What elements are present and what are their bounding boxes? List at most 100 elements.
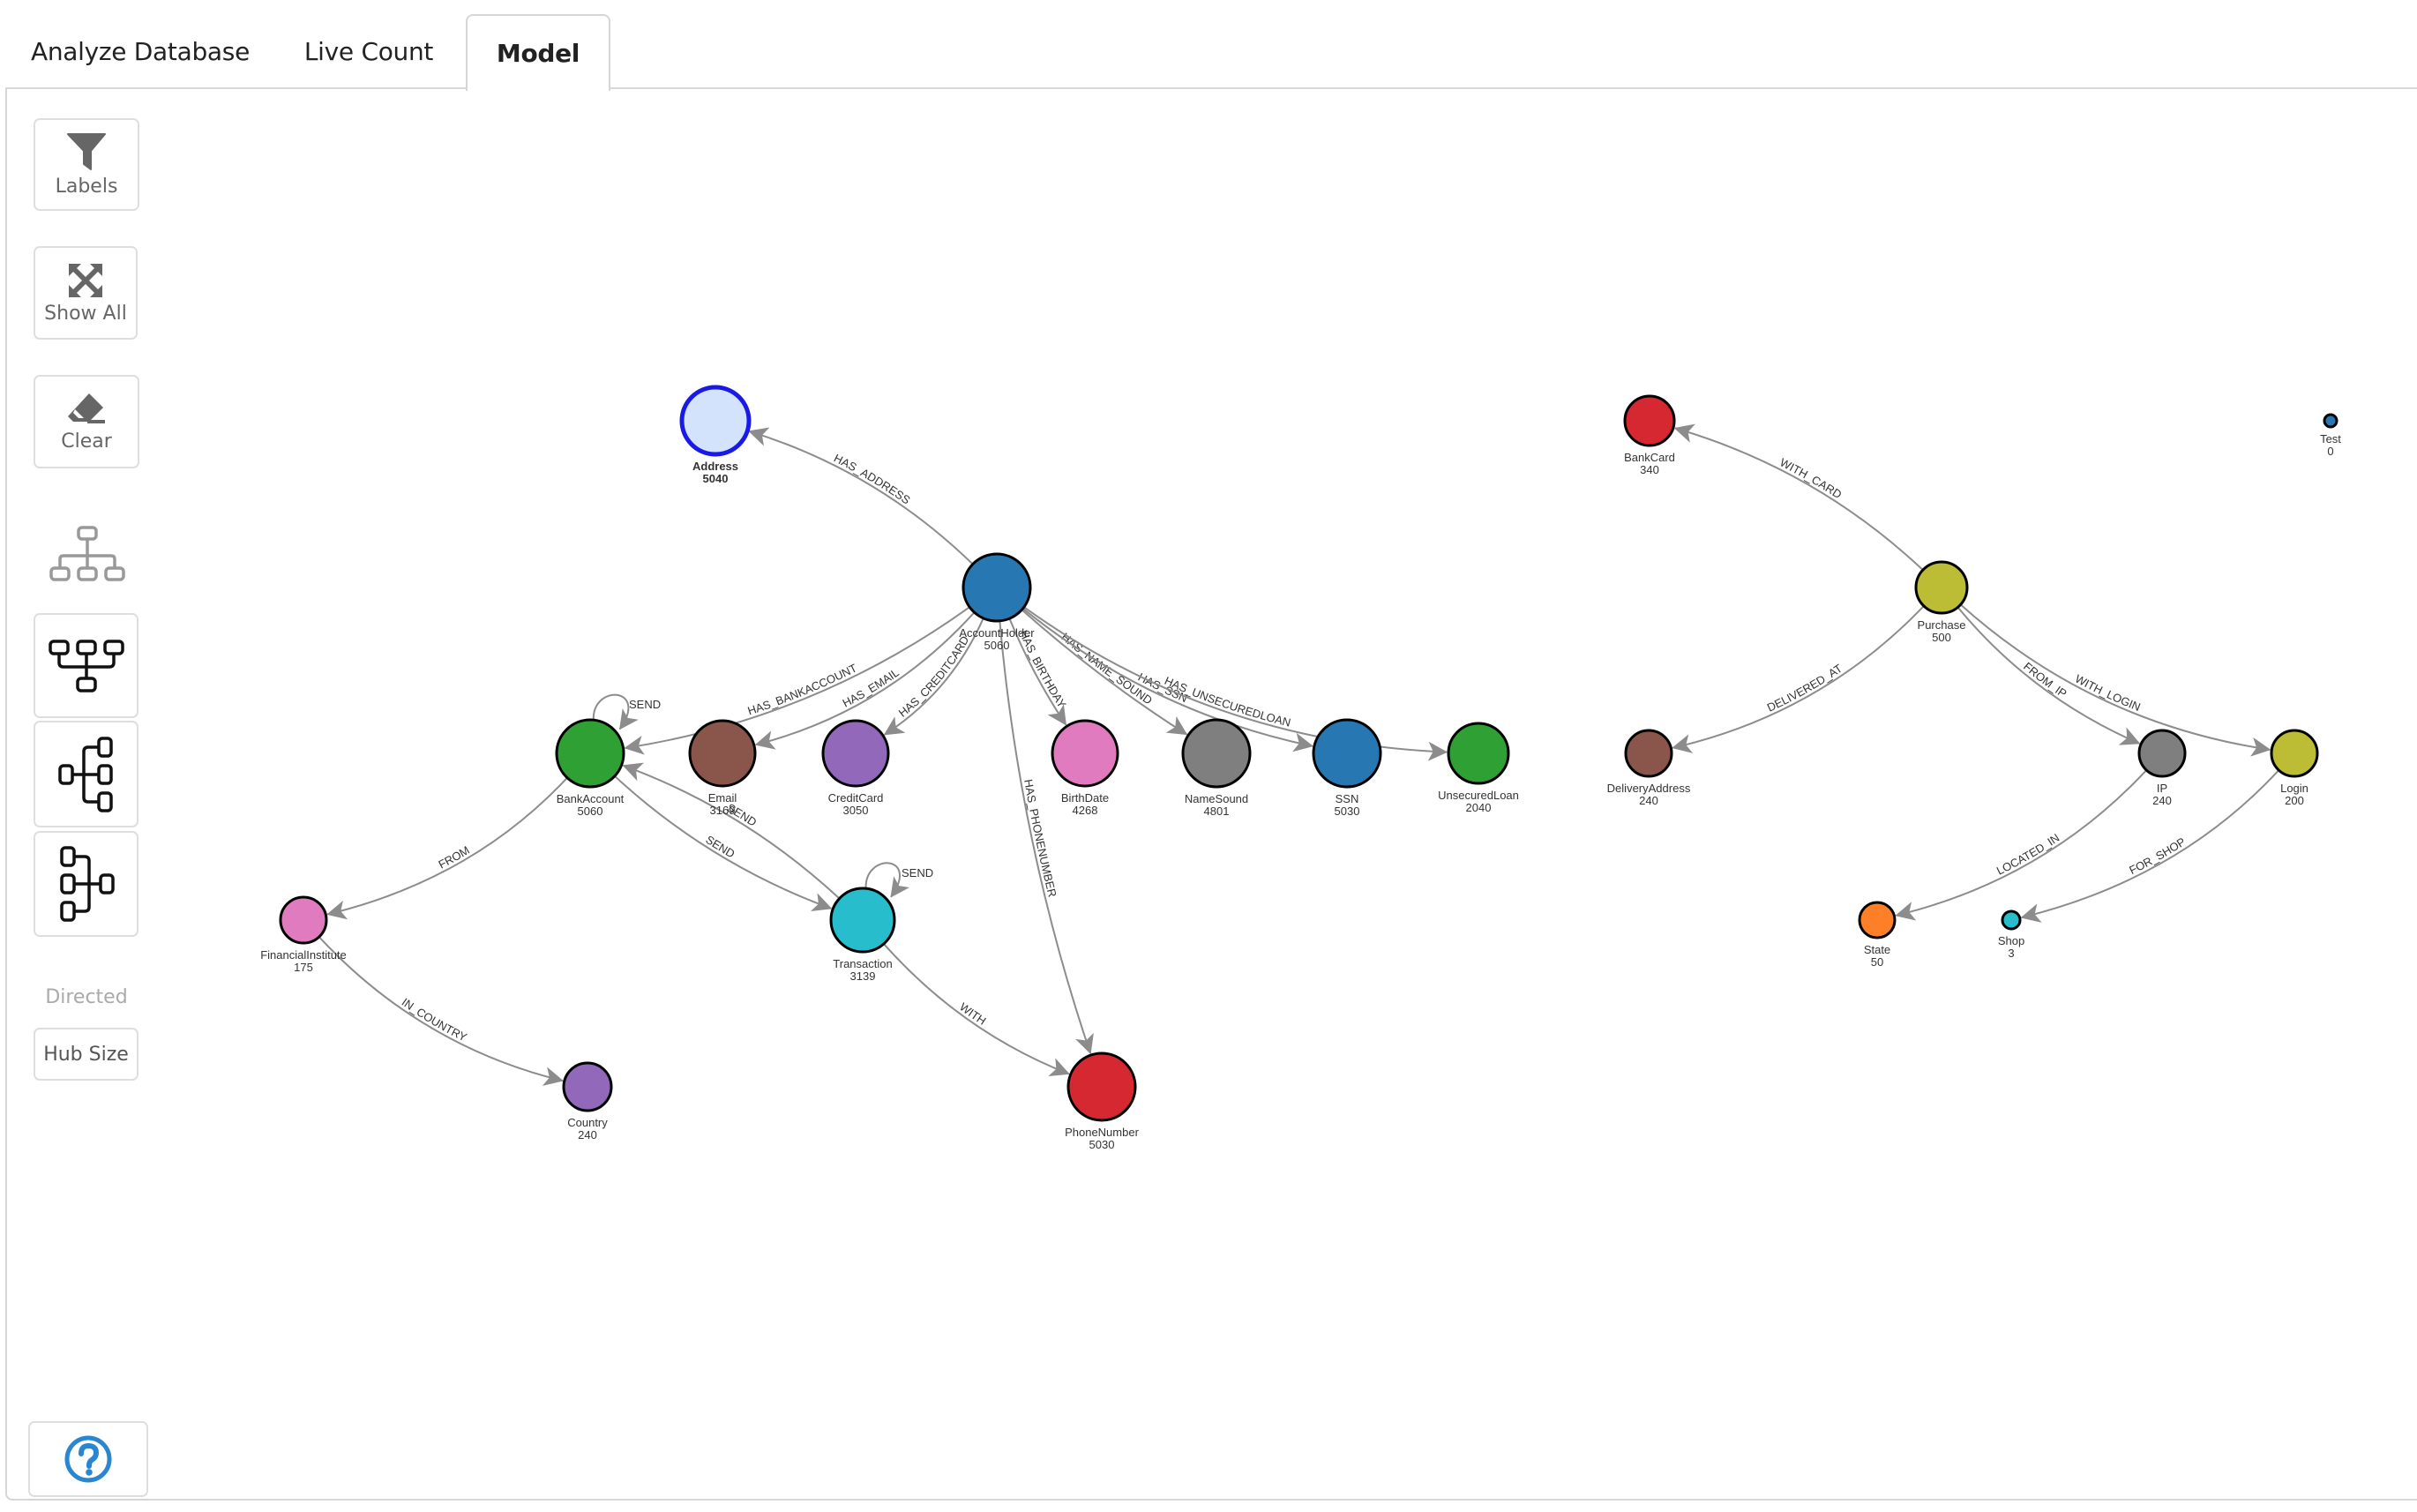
node-circle[interactable] bbox=[555, 718, 625, 789]
node-label: Login bbox=[2280, 782, 2308, 795]
node-label: BankCard bbox=[1624, 451, 1675, 464]
node-count: 5030 bbox=[1089, 1138, 1115, 1151]
graph-edge[interactable]: FROM bbox=[326, 777, 568, 920]
show-all-button[interactable]: Show All bbox=[34, 246, 138, 340]
node-label: Shop bbox=[1998, 934, 2024, 947]
graph-edge[interactable]: FROM_IP bbox=[1957, 606, 2141, 745]
node-label: FinancialInstitute bbox=[260, 948, 347, 962]
node-circle[interactable] bbox=[1858, 901, 1897, 939]
hierarchy-icon[interactable] bbox=[46, 524, 129, 586]
graph-edge[interactable]: LOCATED_IN bbox=[1895, 769, 2148, 921]
tab-model[interactable]: Model bbox=[466, 14, 610, 91]
graph-edge[interactable]: IN_COUNTRY bbox=[318, 936, 564, 1086]
node-count: 5060 bbox=[578, 805, 603, 818]
graph-edge[interactable]: HAS_ADDRESS bbox=[748, 427, 974, 565]
node-circle[interactable] bbox=[962, 552, 1032, 623]
node-circle[interactable] bbox=[829, 887, 896, 954]
node-count: 5040 bbox=[703, 472, 729, 485]
clear-button[interactable]: Clear bbox=[34, 375, 139, 468]
edge-label: SEND bbox=[902, 866, 933, 880]
node-count: 240 bbox=[578, 1128, 597, 1141]
node-circle[interactable] bbox=[1624, 729, 1673, 778]
node-circle[interactable] bbox=[1181, 718, 1252, 789]
node-count: 2040 bbox=[1466, 801, 1492, 814]
tree-bottom-up-icon bbox=[48, 639, 124, 692]
node-circle[interactable] bbox=[1066, 1052, 1137, 1122]
node-circle[interactable] bbox=[679, 385, 752, 457]
node-circle[interactable] bbox=[2270, 729, 2319, 778]
layout-left-right-button[interactable] bbox=[34, 721, 138, 827]
graph-edge[interactable]: SEND bbox=[864, 862, 934, 898]
graph-edge[interactable]: DELIVERED_AT bbox=[1672, 605, 1925, 753]
nodes-layer: Address5040AccountHolder5060BankAccount5… bbox=[260, 385, 2341, 1151]
node-circle[interactable] bbox=[1914, 560, 1969, 615]
graph-edge[interactable]: WITH_CARD bbox=[1673, 423, 1924, 571]
node-label: Transaction bbox=[833, 957, 892, 970]
tab-label: Model bbox=[496, 39, 580, 68]
node-count: 5030 bbox=[1335, 805, 1360, 818]
graph-edge[interactable]: WITH_LOGIN bbox=[1959, 603, 2271, 757]
tab-label: Analyze Database bbox=[30, 36, 251, 66]
node-circle[interactable] bbox=[688, 719, 757, 788]
edge-label: WITH_LOGIN bbox=[2073, 672, 2143, 715]
hub-size-button[interactable]: Hub Size bbox=[34, 1028, 138, 1081]
node-count: 4268 bbox=[1073, 804, 1098, 817]
node-circle[interactable] bbox=[279, 895, 328, 945]
edge-label: HAS_BANKACCOUNT bbox=[746, 661, 859, 717]
node-label: IP bbox=[2157, 782, 2167, 795]
model-panel bbox=[5, 87, 2417, 1501]
node-circle[interactable] bbox=[562, 1061, 613, 1112]
layout-right-left-button[interactable] bbox=[34, 831, 138, 937]
layout-top-down-button[interactable] bbox=[34, 613, 138, 718]
node-circle[interactable] bbox=[1312, 718, 1382, 789]
graph-edge[interactable]: WITH bbox=[883, 943, 1070, 1077]
node-count: 175 bbox=[294, 961, 313, 974]
tab-analyze-database[interactable]: Analyze Database bbox=[0, 14, 281, 88]
node-circle[interactable] bbox=[2001, 909, 2022, 931]
node-label: Test bbox=[2320, 432, 2341, 445]
node-circle[interactable] bbox=[1623, 394, 1676, 447]
tab-live-count[interactable]: Live Count bbox=[281, 14, 457, 88]
node-count: 500 bbox=[1932, 631, 1951, 644]
node-label: SSN bbox=[1336, 792, 1359, 805]
help-circle-icon bbox=[64, 1435, 112, 1483]
node-label: Address bbox=[692, 460, 738, 473]
graph-edge[interactable]: SEND bbox=[592, 693, 661, 730]
node-circle[interactable] bbox=[821, 719, 890, 788]
help-button[interactable] bbox=[28, 1421, 148, 1497]
node-label: UnsecuredLoan bbox=[1438, 789, 1519, 802]
edge-label: DELIVERED_AT bbox=[1765, 662, 1845, 715]
node-circle[interactable] bbox=[2323, 413, 2338, 429]
node-count: 5060 bbox=[984, 639, 1010, 652]
node-circle[interactable] bbox=[1447, 722, 1510, 785]
node-circle[interactable] bbox=[1051, 719, 1119, 788]
labels-button[interactable]: Labels bbox=[34, 118, 139, 211]
node-label: State bbox=[1864, 943, 1890, 956]
node-label: AccountHolder bbox=[959, 626, 1035, 640]
node-circle[interactable] bbox=[2137, 729, 2187, 778]
graph-edge[interactable]: HAS_BANKACCOUNT bbox=[624, 606, 970, 755]
node-count: 200 bbox=[2285, 794, 2304, 807]
